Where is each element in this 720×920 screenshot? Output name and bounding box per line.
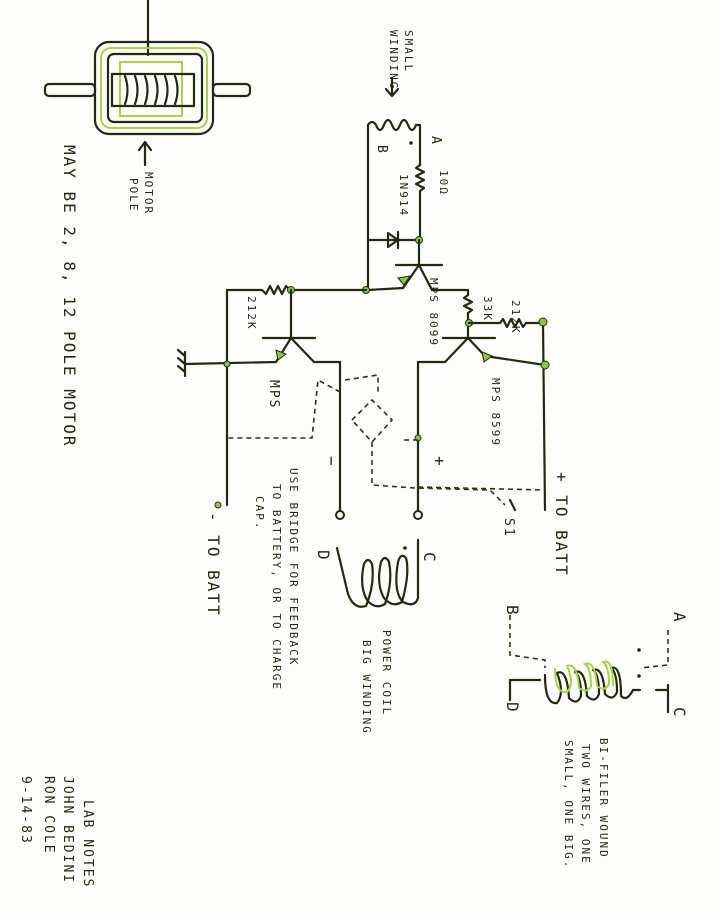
plus-terminal: [413, 510, 423, 520]
power-coil-label-2: BIG WINDING: [360, 640, 373, 735]
bridge-note-3: CAP.: [253, 496, 266, 531]
small-winding-label-2: WINDING: [387, 30, 400, 90]
small-winding-coil: [366, 118, 422, 167]
minus-terminal: [335, 510, 345, 520]
diode-label: 1N914: [397, 174, 410, 217]
bridge-rectifier: [227, 374, 546, 506]
minus-to-batt: - TO BATT: [204, 512, 223, 617]
motor-pole-label-2: POLE: [127, 178, 140, 213]
transistor-left-label: MPS: [266, 380, 281, 409]
credits-ron-cole: RON COLE: [41, 776, 56, 855]
bifilar-note-2: TWO WIRES, ONE: [579, 744, 592, 865]
motor-pole-label-1: MOTOR: [142, 172, 155, 215]
resistor-left-label: 212K: [245, 296, 258, 331]
bifilar-b: B: [503, 605, 522, 617]
motor-note: MAY BE 2, 8, 12 POLE MOTOR: [60, 145, 79, 447]
resistor-33k-label: 33K: [481, 296, 494, 322]
transistor-mps-8599: [416, 293, 547, 512]
resistor-10-ohm-label: 10Ω: [437, 170, 450, 196]
minus-sign: −: [322, 456, 341, 468]
bifilar-note-3: SMALL, ONE BIG.: [562, 740, 575, 869]
small-winding-label-1: SMALL: [402, 30, 415, 73]
credits-lab-notes: LAB NOTES: [80, 800, 95, 888]
power-coil-label-1: POWER COIL: [380, 630, 393, 716]
plus-to-batt: + TO BATT: [552, 472, 571, 577]
transistor-top-label: MPS 8099: [427, 278, 440, 347]
resistor-212k-right: [467, 317, 547, 512]
bifilar-d: D: [503, 702, 522, 714]
ground-icon: [176, 348, 187, 378]
resistor-right-label: 212K: [509, 300, 522, 335]
transistor-right-label: MPS 8599: [489, 378, 502, 447]
power-coil-c: C: [420, 552, 439, 564]
diode-1n914: [366, 148, 420, 292]
resistor-212k-left: [225, 284, 368, 507]
bifilar-note-1: BI-FILER WOUND: [597, 738, 610, 859]
resistor-10-ohm: [414, 163, 426, 242]
bifilar-c: C: [670, 707, 689, 719]
plus-sign: +: [430, 456, 449, 468]
motor-sketch: [43, 0, 252, 167]
small-winding-b: B: [374, 145, 389, 155]
bridge-note-1: USE BRIDGE FOR FEEDBACK: [287, 468, 300, 666]
switch-label: S1: [501, 518, 516, 538]
bifilar-a: A: [670, 612, 689, 624]
credits-date: 9-14-83: [18, 776, 33, 845]
arrow-icon: [137, 140, 153, 167]
bifilar-coil: [508, 615, 670, 714]
power-coil: [335, 538, 420, 608]
transistor-mps-8099: [366, 238, 470, 297]
transistor-mps-left: [183, 288, 342, 512]
credits-john-bedini: JOHN BEDINI: [60, 776, 75, 884]
power-coil-d: D: [314, 550, 333, 562]
bridge-note-2: TO BATTERY, OR TO CHARGE: [270, 484, 283, 691]
arrow-icon: [384, 76, 400, 98]
small-winding-a: A: [428, 136, 443, 146]
switch-s1: [508, 498, 517, 512]
